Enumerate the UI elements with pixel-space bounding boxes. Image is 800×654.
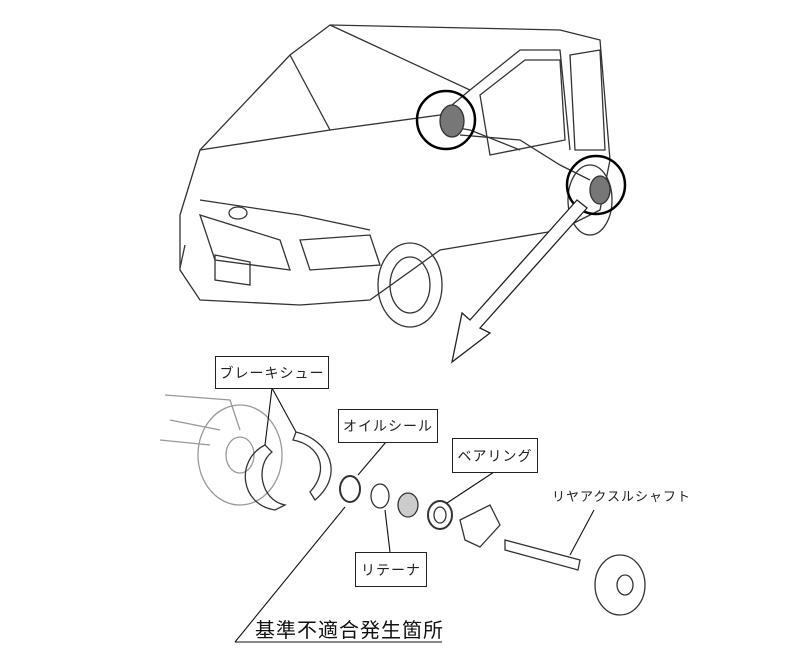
highlight-circle-front (415, 89, 477, 151)
label-defect-location: 基準不適合発生箇所 (255, 618, 444, 642)
brake-shoe-illustration (244, 431, 332, 511)
zoom-arrow (451, 199, 588, 364)
label-brake-shoe: ブレーキシュー (215, 356, 329, 389)
parts-illustration (339, 475, 646, 616)
label-rear-axle-shaft: リヤアクスルシャフト (552, 490, 691, 505)
van-illustration (179, 24, 613, 328)
brake-drum-illustration (159, 394, 283, 506)
highlight-circle-rear (565, 154, 627, 216)
label-oil-seal: オイルシール (338, 409, 438, 443)
leader-arrows (234, 387, 595, 643)
label-bearing: ベアリング (452, 438, 538, 473)
label-retainer: リテーナ (355, 552, 427, 587)
